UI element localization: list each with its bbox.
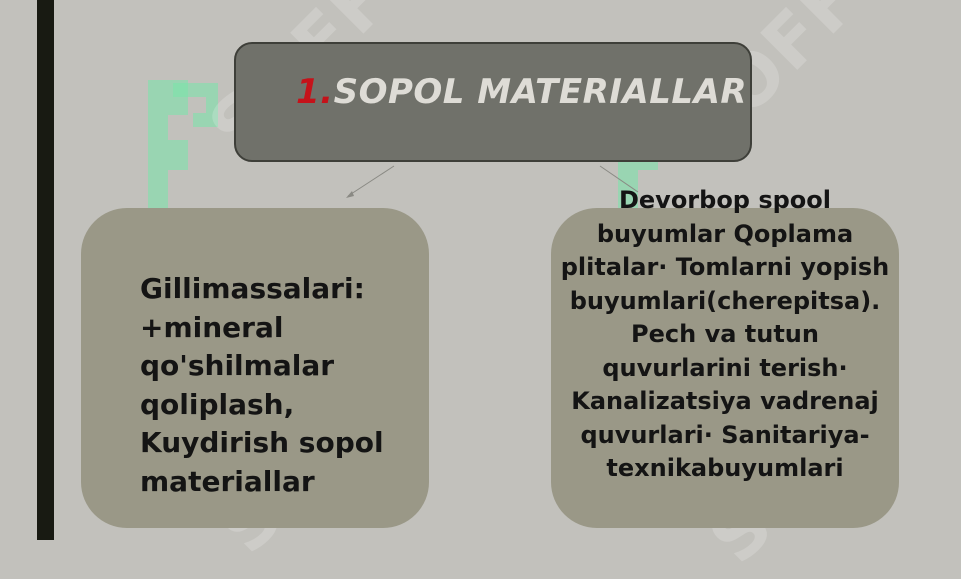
connector-left-arrow: [346, 191, 354, 198]
connector-right: [599, 165, 639, 193]
left-node-text: Gillimassalari: +mineral qo'shilmalar qo…: [140, 272, 384, 498]
right-node-text: Devorbop spool buyumlar Qoplama plitalar…: [560, 186, 890, 482]
title-number: 1.: [296, 72, 334, 112]
left-node: [81, 208, 429, 528]
slide-left-bar: [37, 0, 54, 540]
title-node: 1.SOPOL MATERIALLAR: [234, 42, 752, 162]
connector-left: [347, 165, 395, 197]
right-node: [551, 208, 899, 528]
connector-lines: [346, 165, 639, 198]
title-label: 1.SOPOL MATERIALLAR: [296, 70, 747, 114]
title-text: SOPOL MATERIALLAR: [333, 72, 748, 112]
